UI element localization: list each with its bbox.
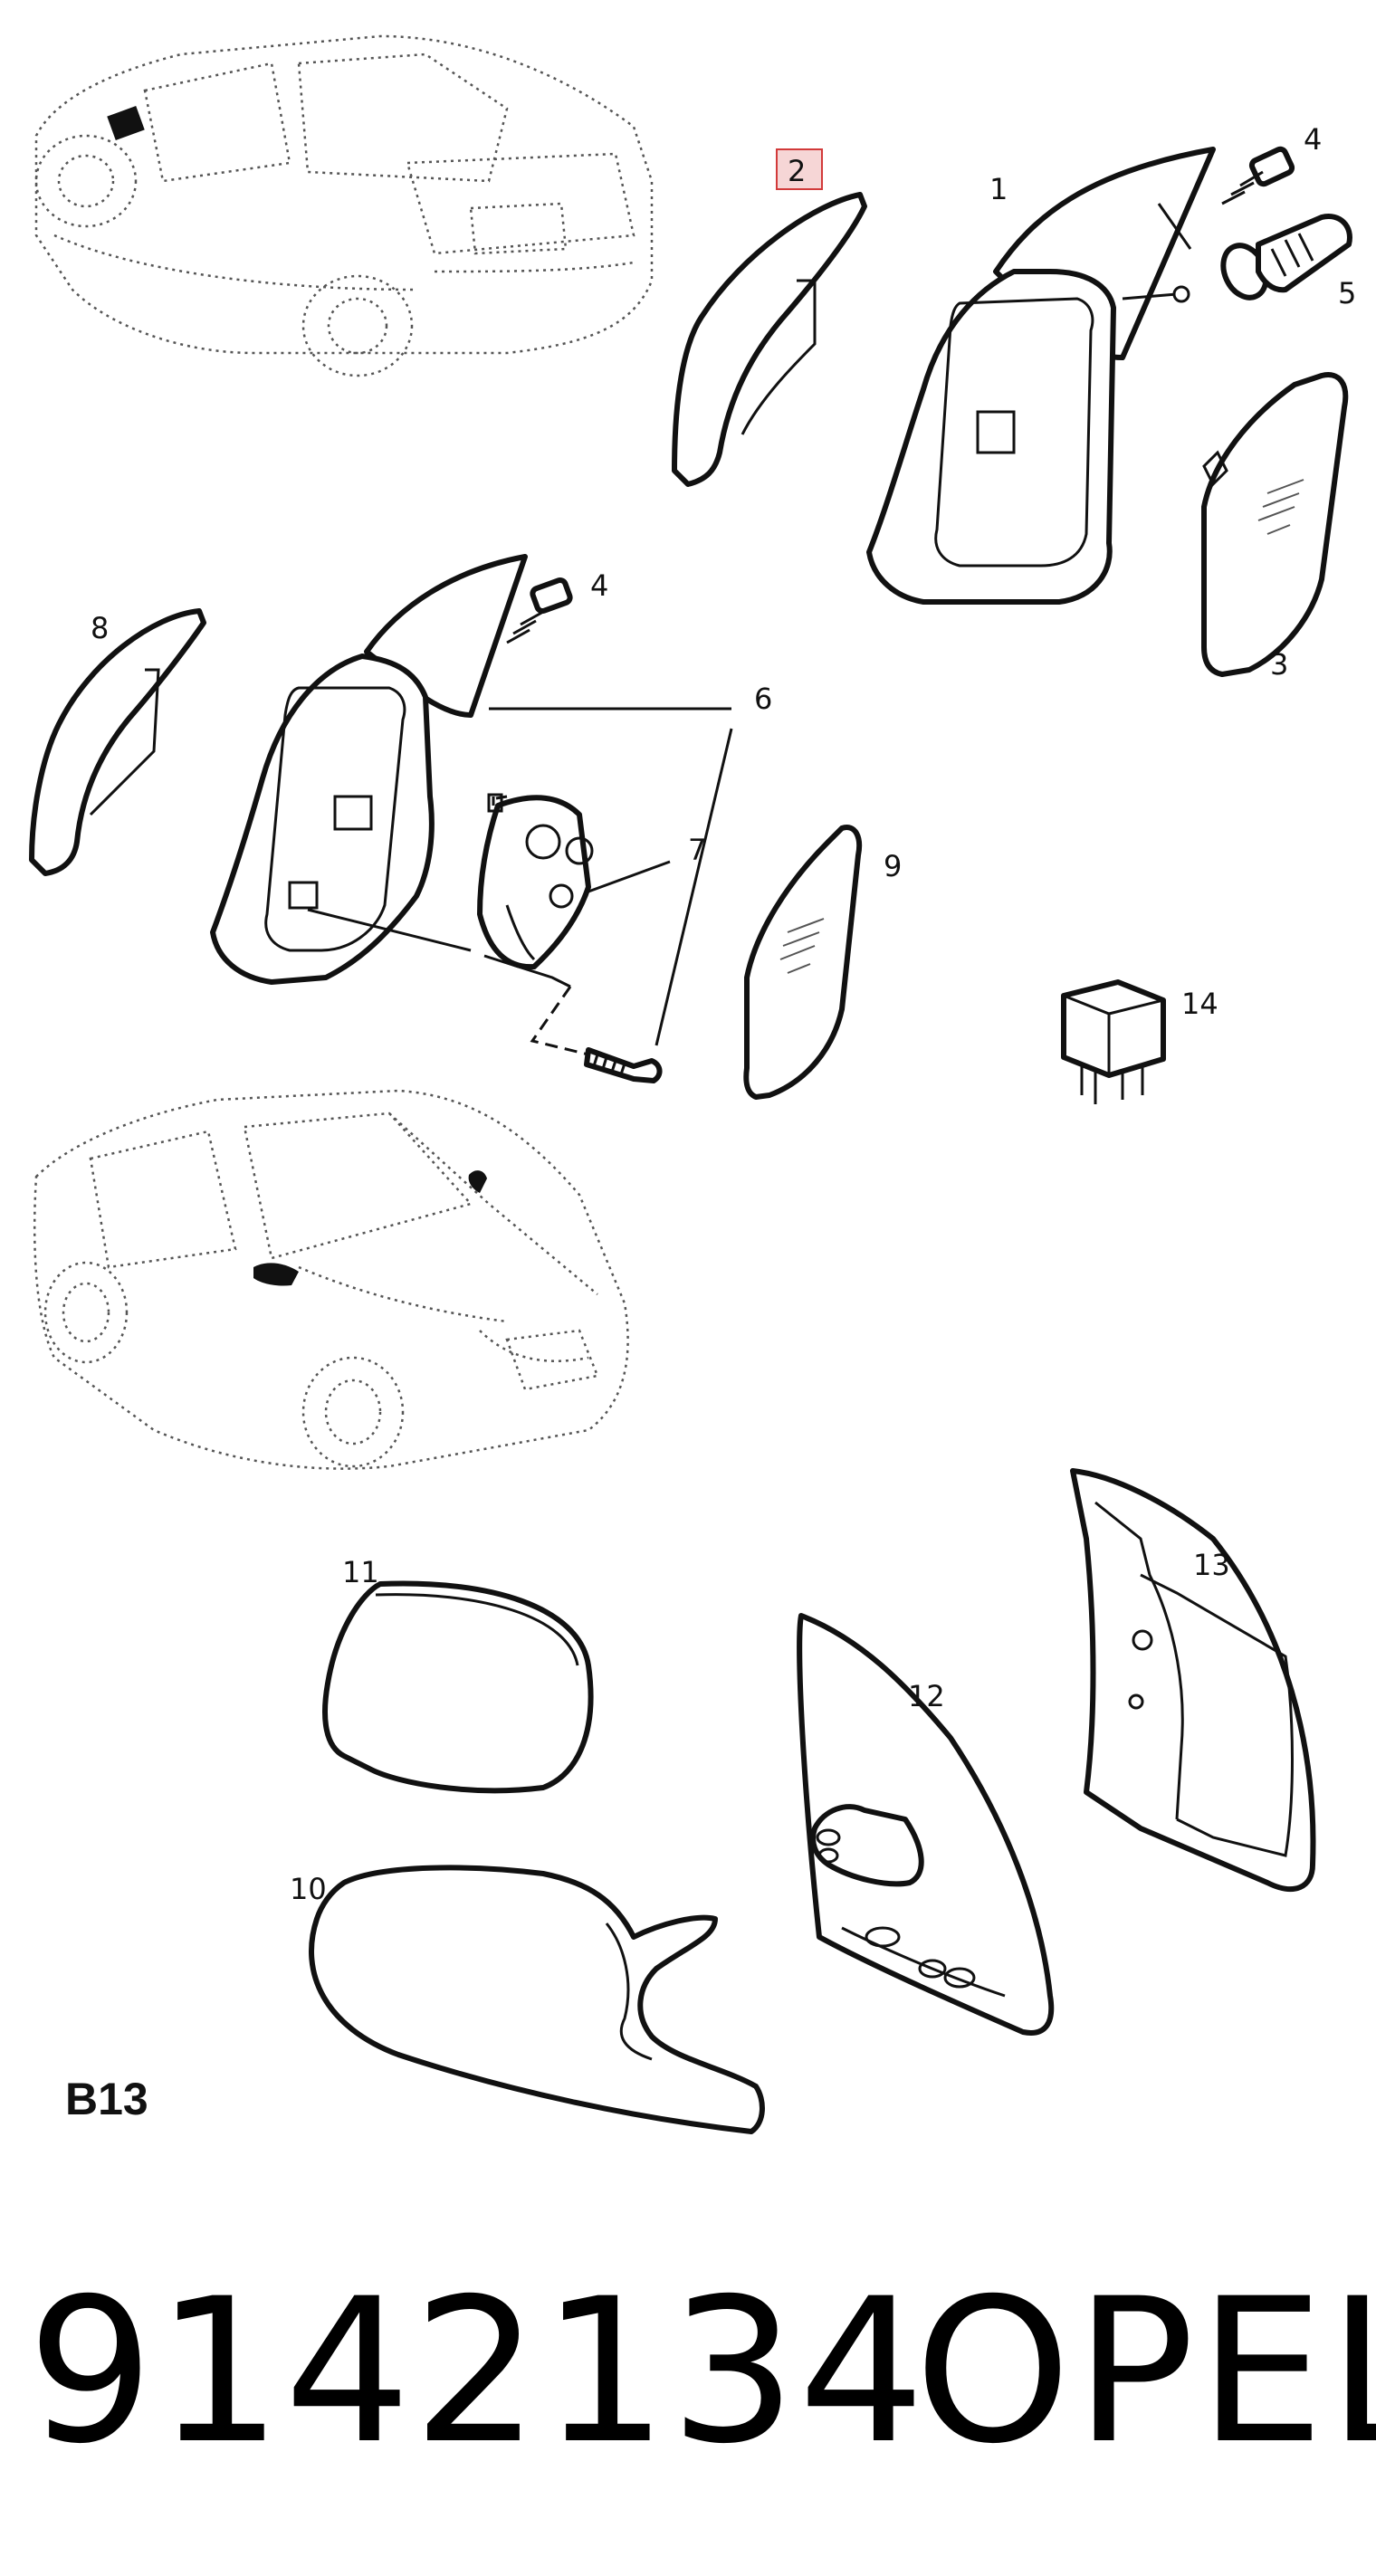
part-14-relay	[1061, 979, 1166, 1104]
callout-10: 10	[290, 1872, 327, 1906]
callout-14: 14	[1181, 987, 1218, 1021]
callout-11: 11	[342, 1555, 379, 1589]
exploded-parts-diagram: 2 1 4 5 3 8 4 6 7 9 14 11 13 12 10	[29, 34, 1356, 2134]
callout-6: 6	[754, 682, 772, 716]
callout-2: 2	[788, 154, 806, 188]
callout-4-lower: 4	[590, 568, 608, 603]
part-9-mirror-glass	[743, 825, 862, 1100]
part-1-mirror-housing	[866, 147, 1216, 605]
brand-name: OPEL	[914, 2256, 1376, 2487]
part-5-cable-grommet	[1220, 214, 1352, 301]
part-4-screw-lower	[506, 577, 573, 644]
part-number: 9142134	[27, 2256, 927, 2487]
part-13-mirror-base	[1070, 1468, 1316, 1893]
car-hatchback-front-illustration	[33, 1089, 629, 1470]
callout-13: 13	[1193, 1548, 1230, 1582]
section-code-label: B13	[65, 2074, 148, 2124]
part-7-adjustment-motor	[477, 793, 594, 970]
part-11-mirror-glass	[322, 1580, 594, 1794]
car-hatchback-rear-illustration	[34, 34, 654, 377]
callout-9: 9	[884, 849, 902, 883]
mounting-bolt	[584, 1047, 663, 1083]
part-12-mirror-base	[797, 1613, 1055, 2036]
highlight-box-callout-2	[776, 148, 823, 190]
callout-labels: 2 1 4 5 3 8 4 6 7 9 14 11 13 12 10	[91, 122, 1356, 1906]
mirror-location-marker	[107, 106, 145, 140]
part-6-mirror-housing	[210, 554, 528, 985]
part-3-mirror-glass	[1201, 372, 1349, 677]
callout-12: 12	[908, 1679, 945, 1713]
callout-4-upper: 4	[1304, 122, 1322, 157]
part-10-mirror-cover	[309, 1865, 765, 2134]
callout-5: 5	[1338, 276, 1356, 310]
mirror-location-marker-front	[253, 1263, 299, 1286]
assembly-leader-lines	[307, 203, 1192, 1056]
part-4-screw-upper	[1221, 146, 1295, 205]
callout-8: 8	[91, 611, 109, 645]
part-2-mirror-cover	[672, 192, 867, 487]
callout-1: 1	[989, 172, 1008, 206]
part-8-mirror-cover	[29, 608, 206, 876]
callout-7: 7	[688, 833, 706, 867]
callout-3: 3	[1270, 647, 1288, 682]
